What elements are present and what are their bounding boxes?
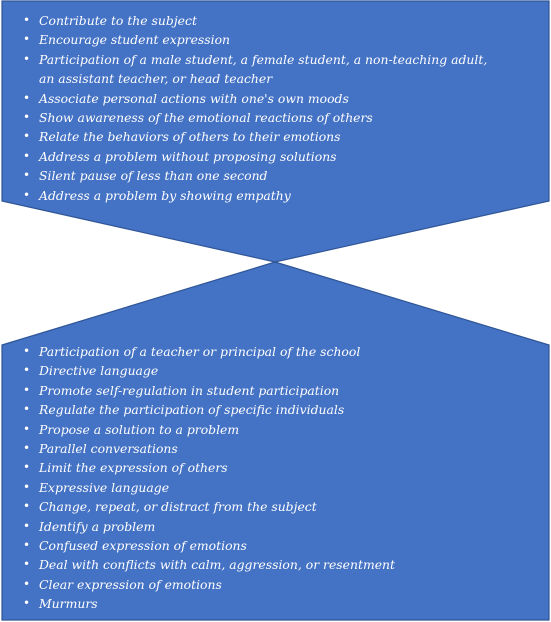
list-item: Directive language xyxy=(23,361,523,381)
list-item: Associate personal actions with one's ow… xyxy=(23,89,493,109)
list-item: Deal with conflicts with calm, aggressio… xyxy=(23,555,523,575)
list-item: Limit the expression of others xyxy=(23,458,523,478)
list-item: Murmurs xyxy=(23,594,523,614)
list-item: Identify a problem xyxy=(23,517,523,537)
list-item: Silent pause of less than one second xyxy=(23,166,493,186)
list-item: Change, repeat, or distract from the sub… xyxy=(23,497,523,517)
top-behaviors-list: Contribute to the subject Encourage stud… xyxy=(23,11,493,205)
list-item: Show awareness of the emotional reaction… xyxy=(23,108,493,128)
list-item: Confused expression of emotions xyxy=(23,536,523,556)
list-item: Parallel conversations xyxy=(23,439,523,459)
list-item: Clear expression of emotions xyxy=(23,575,523,595)
list-item: Address a problem without proposing solu… xyxy=(23,147,493,167)
list-item: Encourage student expression xyxy=(23,30,493,50)
list-item: Regulate the participation of specific i… xyxy=(23,400,523,420)
list-item: Promote self-regulation in student parti… xyxy=(23,381,523,401)
list-item: Participation of a teacher or principal … xyxy=(23,342,523,362)
list-item: Propose a solution to a problem xyxy=(23,420,523,440)
list-item: Expressive language xyxy=(23,478,523,498)
list-item: Address a problem by showing empathy xyxy=(23,186,493,206)
bottom-behaviors-list: Participation of a teacher or principal … xyxy=(23,342,523,614)
list-item: Relate the behaviors of others to their … xyxy=(23,127,493,147)
list-item: Contribute to the subject xyxy=(23,11,493,31)
list-item: Participation of a male student, a femal… xyxy=(23,50,493,89)
